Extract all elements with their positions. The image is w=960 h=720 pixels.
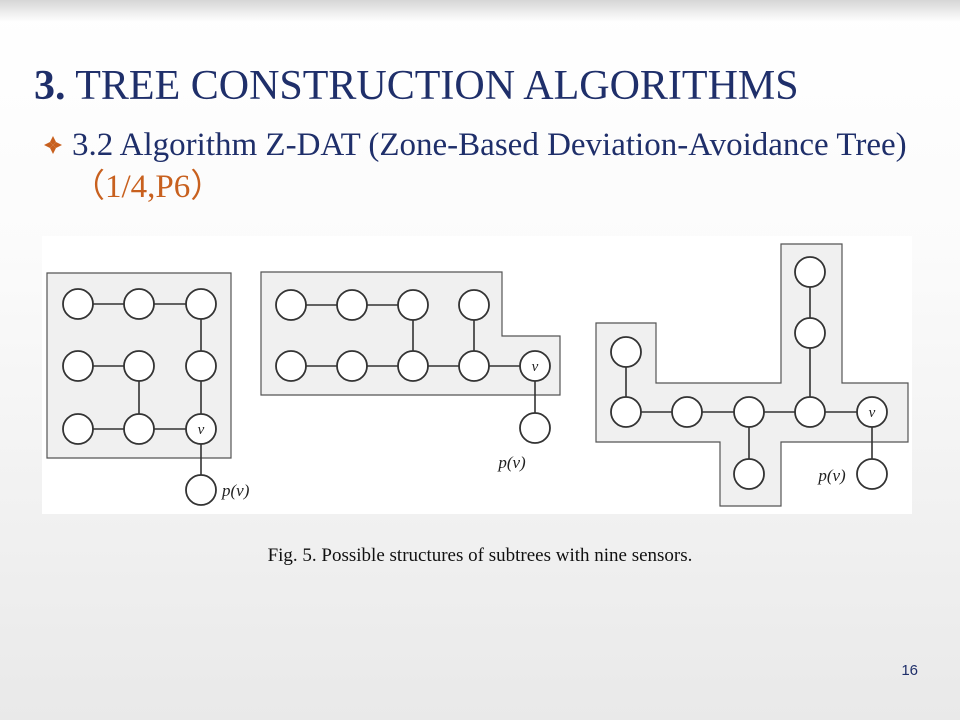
sensor-node [610,396,642,428]
sensor-node [794,317,826,349]
node-v [185,413,217,445]
paren-close: ） [190,169,224,205]
slide-title: 3. TREE CONSTRUCTION ALGORITHMS [34,63,799,109]
node-parent [856,458,888,490]
node-parent [185,474,217,506]
reference-label: 1/4,P6 [105,169,191,205]
bullet-text: 3.2 Algorithm Z-DAT (Zone-Based Deviatio… [72,124,932,208]
label-v: v [198,422,205,438]
sensor-node [62,350,94,382]
node-v [856,396,888,428]
sensor-node [610,336,642,368]
zone-3 [595,243,909,507]
node-parent [519,412,551,444]
label-pv: p(v) [221,481,250,500]
label-v: v [532,359,539,375]
sensor-node [671,396,703,428]
sensor-node [397,350,429,382]
label-v: v [869,405,876,421]
sensor-node [275,350,307,382]
sensor-node [458,350,490,382]
page-number: 16 [901,662,918,679]
figure-caption: Fig. 5. Possible structures of subtrees … [267,545,693,566]
sensor-node [185,288,217,320]
sensor-node [123,413,155,445]
sensor-node [794,396,826,428]
bullet-main-text: 3.2 Algorithm Z-DAT (Zone-Based Deviatio… [72,127,907,163]
paren-open: （ [72,169,105,205]
sensor-node [397,289,429,321]
subtree-figure: v v v p(v) p(v) p(v) [42,236,912,514]
sensor-node [275,289,307,321]
sensor-node [185,350,217,382]
sensor-node [336,350,368,382]
label-pv: p(v) [497,453,526,472]
node-v [519,350,551,382]
label-pv: p(v) [817,466,846,485]
diamond-flower-icon [44,136,62,154]
sensor-node [123,350,155,382]
top-band [0,0,960,22]
sensor-node [336,289,368,321]
sensor-node [458,289,490,321]
sensor-node [62,413,94,445]
sensor-node [123,288,155,320]
sensor-node [794,256,826,288]
subtree-diagram: v v v p(v) p(v) p(v) [46,243,909,507]
sensor-node [733,458,765,490]
sensor-node [733,396,765,428]
sensor-node [62,288,94,320]
